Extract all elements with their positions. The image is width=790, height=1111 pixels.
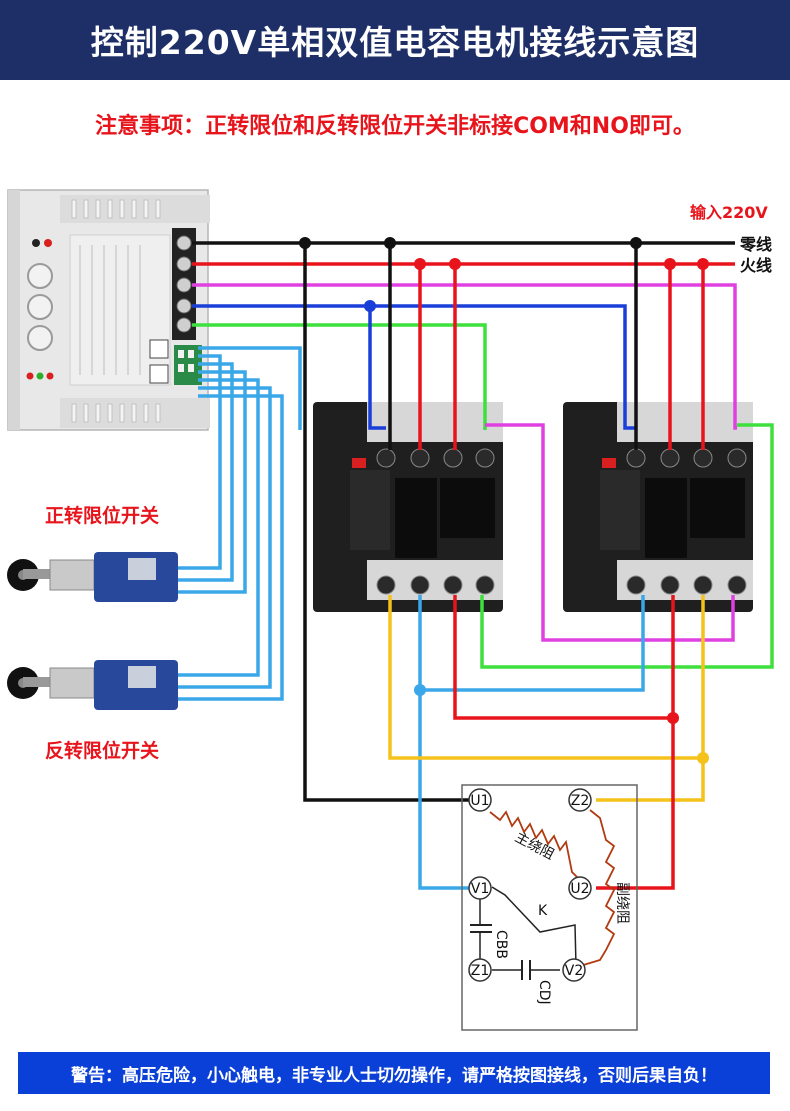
warning-banner: 警告：高压危险，小心触电，非专业人士切勿操作，请严格按图接线，否则后果自负！: [18, 1052, 770, 1094]
live-label: 火线: [740, 256, 772, 275]
terminal-v1: V1: [471, 881, 489, 897]
terminal-u2: U2: [570, 881, 589, 897]
input-voltage-label: 输入220V: [690, 203, 768, 222]
contactor-reverse-icon: [563, 402, 753, 612]
controller-module: [7, 189, 210, 431]
limit-switch-wiring: [178, 346, 302, 701]
terminal-z2: Z2: [571, 793, 590, 809]
reverse-limit-switch-icon: [7, 660, 178, 710]
terminal-v2: V2: [565, 963, 583, 979]
forward-switch-label: 正转限位开关: [45, 504, 159, 527]
notice-text: 注意事项：正转限位和反转限位开关非标接COM和NO即可。: [95, 114, 695, 139]
junction-dots: [299, 237, 709, 764]
motor-schematic: U1 Z2 V1 U2 Z1 V2 主绕阻 副绕阻 K CBB CDJ: [461, 784, 638, 1031]
contactor-wiring: [303, 243, 774, 890]
terminal-z1: Z1: [471, 963, 490, 979]
switch-k-label: K: [538, 903, 548, 919]
reverse-switch-label: 反转限位开关: [45, 739, 159, 762]
button-a-icon: [27, 263, 53, 289]
aux-winding-label: 副绕阻: [614, 882, 630, 924]
power-bus: [192, 241, 737, 430]
page-title: 控制220V单相双值电容电机接线示意图: [0, 0, 790, 80]
cap-run-label: CBB: [493, 930, 509, 959]
button-b-icon: [27, 294, 53, 320]
forward-limit-switch-icon: [7, 552, 178, 602]
button-c-icon: [27, 325, 53, 351]
contactor-forward-icon: [313, 402, 503, 612]
cap-start-label: CDJ: [536, 980, 552, 1005]
power-led-icon: [32, 239, 40, 247]
neutral-label: 零线: [739, 235, 772, 254]
terminal-u1: U1: [470, 793, 489, 809]
